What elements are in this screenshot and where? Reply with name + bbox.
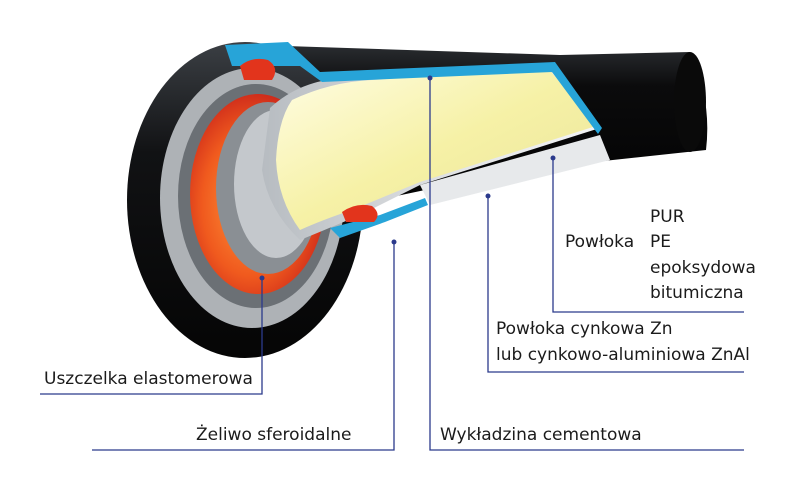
label-coating-pe: PE <box>650 232 671 252</box>
leader-cement <box>429 78 744 451</box>
label-coating-title: Powłoka <box>565 232 634 252</box>
zinc-layer-top <box>225 42 602 134</box>
leader-iron <box>92 242 395 451</box>
leader-dots <box>259 75 556 281</box>
leader-lines <box>40 78 744 451</box>
label-coating-epoxy: epoksydowa <box>650 258 756 278</box>
gasket-bulb-bottom <box>342 204 378 222</box>
label-cement-lining: Wykładzina cementowa <box>440 425 642 445</box>
pipe-end-cap <box>674 52 706 152</box>
leader-gasket <box>40 278 263 395</box>
gasket-bulb-top <box>240 58 276 80</box>
label-gasket: Uszczelka elastomerowa <box>44 369 253 389</box>
zinc-layer-bottom <box>330 198 428 238</box>
label-coating-pur: PUR <box>650 207 685 227</box>
label-zinc-line1: Powłoka cynkowa Zn <box>496 319 673 339</box>
label-coating-bitumen: bitumiczna <box>650 283 744 303</box>
spigot-gray <box>420 135 610 205</box>
label-ductile-iron: Żeliwo sferoidalne <box>196 424 351 445</box>
leader-coating <box>552 158 744 313</box>
cement-lining-surface <box>276 68 596 230</box>
leader-zinc <box>487 196 744 373</box>
label-zinc-line2: lub cynkowo-aluminiowa ZnAl <box>496 345 750 365</box>
